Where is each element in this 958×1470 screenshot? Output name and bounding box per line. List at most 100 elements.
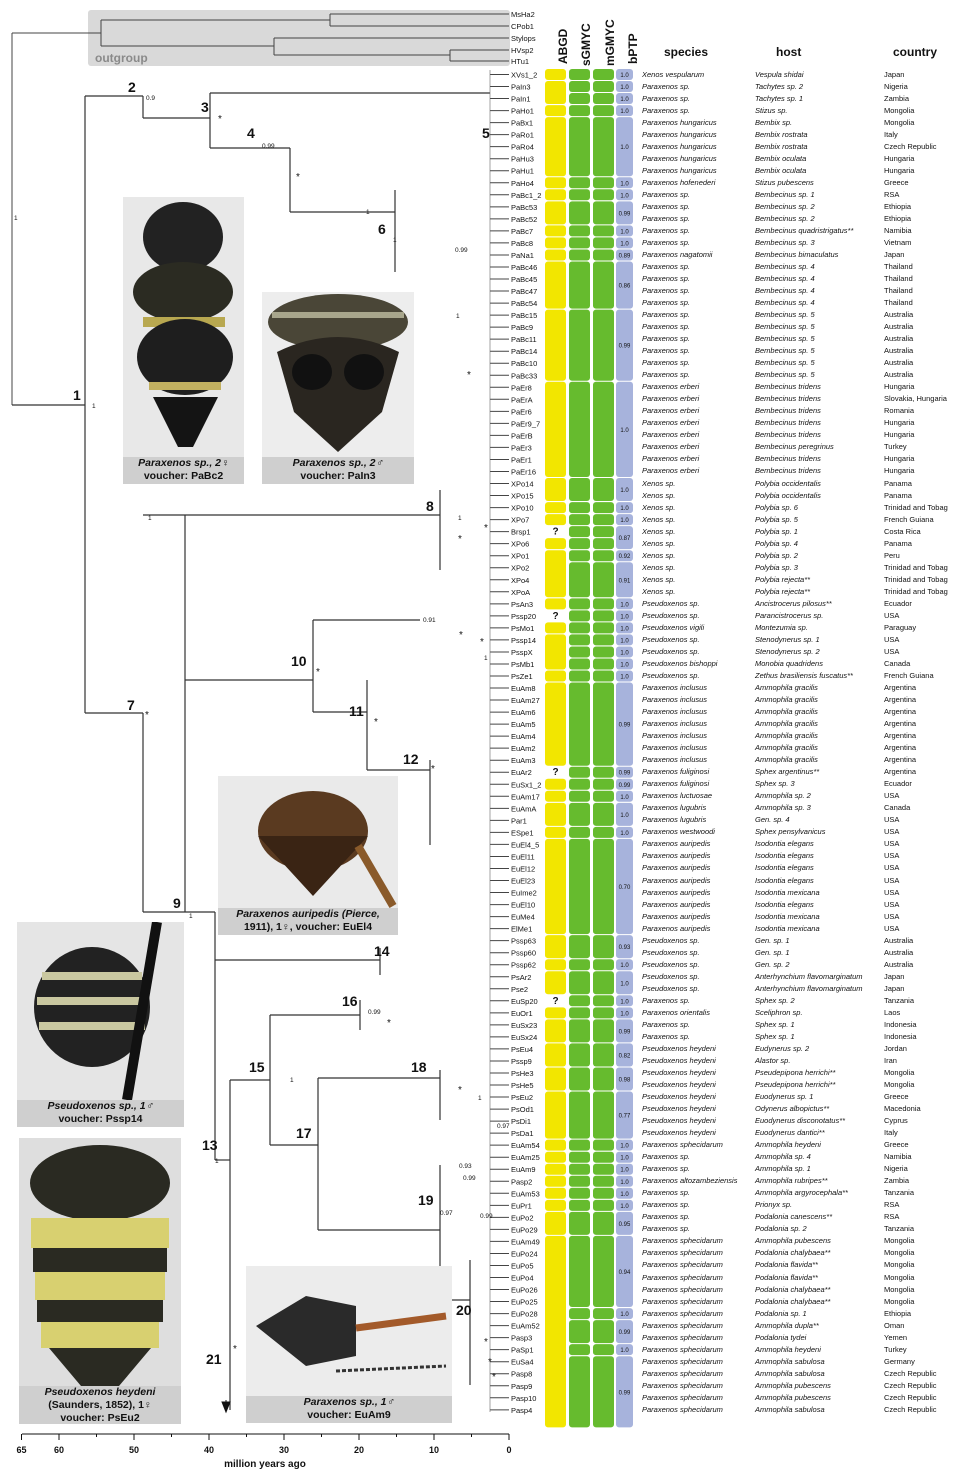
sgmyc-block (569, 803, 590, 826)
sgmyc-block (569, 93, 590, 104)
country-cell: Namibia (884, 1151, 912, 1163)
axis-tick-label: 65 (16, 1445, 26, 1455)
mgmyc-block (593, 646, 614, 657)
mgmyc-block (593, 1019, 614, 1042)
species-cell: Pseudoxenos sp. (642, 983, 700, 995)
species-cell: Paraxenos auripedis (642, 875, 710, 887)
abgd-block (545, 550, 566, 597)
host-cell: Podalonia sp. 2 (755, 1223, 807, 1235)
host-cell: Bembecinus sp. 4 (755, 297, 815, 309)
country-cell: Czech Republic (884, 1368, 937, 1380)
country-cell: USA (884, 899, 899, 911)
host-cell: Ammophila gracilis (755, 706, 818, 718)
country-cell: USA (884, 911, 899, 923)
support-value: * (374, 717, 378, 728)
abgd-block (545, 1188, 566, 1199)
country-cell: Mongolia (884, 1296, 914, 1308)
host-cell: Ammophila rubripes** (755, 1175, 828, 1187)
abgd-block (545, 1200, 566, 1211)
tip-label: PaBc33 (511, 371, 537, 380)
tip-label: Pssp14 (511, 636, 536, 645)
host-cell: Anterhynchium flavomarginatum (755, 983, 863, 995)
caption-pssp14: Pseudoxenos sp., 1♂voucher: Pssp14 (17, 1100, 184, 1127)
sgmyc-block (569, 1140, 590, 1151)
bptp-block-label: 0.92 (619, 554, 631, 560)
mgmyc-block (593, 93, 614, 104)
host-cell: Tachytes sp. 2 (755, 81, 803, 93)
host-cell: Isodontia elegans (755, 862, 814, 874)
bptp-block-label: 1.0 (620, 229, 629, 235)
sgmyc-block (569, 1152, 590, 1163)
host-cell: Bembecinus sp. 4 (755, 261, 815, 273)
country-cell: Czech Republic (884, 1392, 937, 1404)
tip-label: EuSa4 (511, 1358, 534, 1367)
sgmyc-block (569, 538, 590, 549)
tip-label: XPo6 (511, 540, 529, 549)
tip-label: XPo10 (511, 504, 534, 513)
tip-label: PaEr1 (511, 455, 532, 464)
tip-label: EuPo5 (511, 1261, 534, 1270)
species-cell: Pseudoxenos heydeni (642, 1043, 716, 1055)
country-cell: Greece (884, 1139, 909, 1151)
bptp-block-label: 1.0 (620, 506, 629, 512)
sgmyc-block (569, 1019, 590, 1042)
support-value: * (296, 172, 300, 183)
node-number: 9 (173, 895, 181, 911)
abgd-block (545, 959, 566, 970)
abgd-block (545, 105, 566, 116)
outgroup-tip: HTu1 (511, 57, 529, 66)
host-cell: Monobia quadridens (755, 658, 823, 670)
host-cell: Polybia sp. 2 (755, 550, 798, 562)
host-cell: Gen. sp. 1 (755, 947, 790, 959)
support-value: * (467, 370, 471, 381)
host-cell: Bembecinus sp. 1 (755, 189, 815, 201)
abgd-block (545, 237, 566, 248)
mgmyc-block (593, 562, 614, 597)
host-cell: Bembecinus sp. 4 (755, 273, 815, 285)
species-cell: Paraxenos nagatomii (642, 249, 712, 261)
mgmyc-block (593, 1212, 614, 1235)
host-cell: Sphex sp. 1 (755, 1031, 795, 1043)
species-cell: Paraxenos sphecidarum (642, 1235, 723, 1247)
country-cell: Ethiopia (884, 201, 911, 213)
tip-label: EuAm25 (511, 1153, 540, 1162)
species-cell: Pseudoxenos vigili (642, 622, 704, 634)
abgd-block (545, 839, 566, 934)
sgmyc-block (569, 767, 590, 778)
support-value: * (218, 114, 222, 125)
country-cell: Canada (884, 658, 910, 670)
sgmyc-block (569, 935, 590, 958)
abgd-block (545, 1176, 566, 1187)
node-number: 6 (378, 221, 386, 237)
tip-label: PsHe3 (511, 1069, 534, 1078)
abgd-block (545, 935, 566, 958)
tip-label: PaBc15 (511, 311, 537, 320)
sgmyc-block (569, 1164, 590, 1175)
node-number: 17 (296, 1125, 312, 1141)
sgmyc-block (569, 502, 590, 513)
bptp-block-label: 0.86 (619, 284, 631, 290)
species-cell: Pseudoxenos sp. (642, 935, 700, 947)
tip-label: XPoA (511, 588, 530, 597)
bptp-block-label: 1.0 (620, 109, 629, 115)
sgmyc-block (569, 69, 590, 80)
species-cell: Paraxenos luctuosae (642, 790, 712, 802)
mgmyc-block (593, 1176, 614, 1187)
host-cell: Ammophila heydeni (755, 1344, 821, 1356)
host-cell: Anterhynchium flavomarginatum (755, 971, 863, 983)
abgd-unknown: ? (552, 611, 558, 622)
photo-euel4 (218, 776, 398, 908)
country-cell: Peru (884, 550, 900, 562)
country-cell: Ethiopia (884, 213, 911, 225)
mgmyc-block (593, 1152, 614, 1163)
tip-label: Pssp63 (511, 937, 536, 946)
species-cell: Paraxenos sp. (642, 995, 690, 1007)
mgmyc-block (593, 598, 614, 609)
species-cell: Paraxenos inclusus (642, 694, 707, 706)
country-cell: Panama (884, 538, 912, 550)
species-cell: Paraxenos auripedis (642, 838, 710, 850)
sgmyc-block (569, 562, 590, 597)
country-cell: Mongolia (884, 105, 914, 117)
country-cell: Yemen (884, 1332, 907, 1344)
bptp-block-label: 0.93 (619, 945, 631, 951)
